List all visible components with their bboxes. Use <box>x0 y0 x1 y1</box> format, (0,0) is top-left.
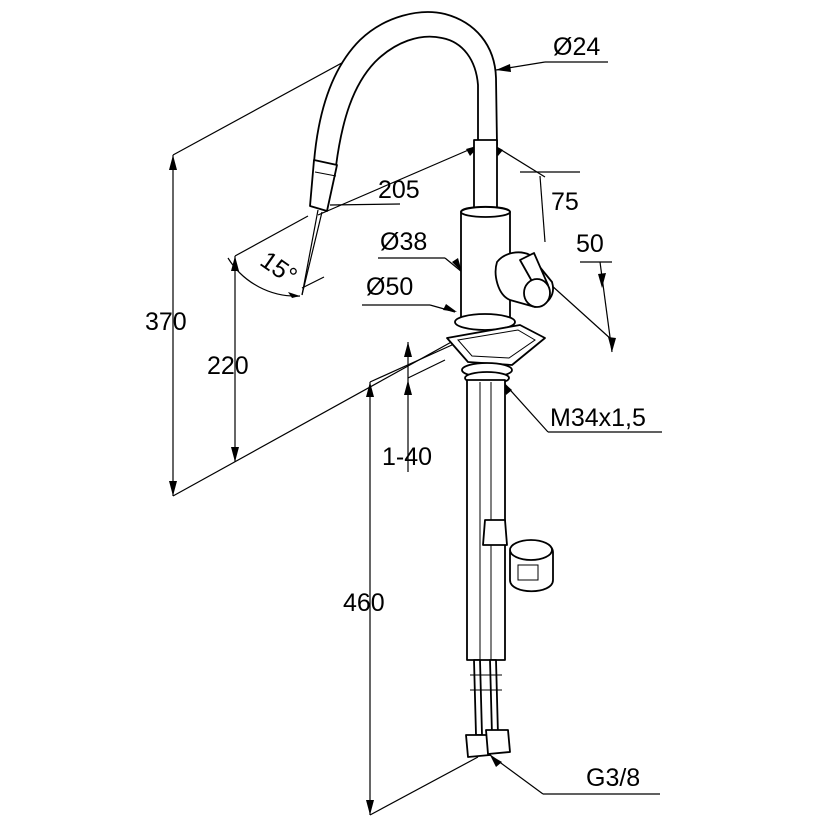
dim-75: 75 <box>551 188 579 216</box>
dim-angle-15: 15° <box>255 246 302 291</box>
faucet-body <box>309 11 554 758</box>
dim-diameter-24: Ø24 <box>553 33 600 61</box>
spout <box>313 11 498 167</box>
dim-370: 370 <box>145 308 187 336</box>
dimension-labels: Ø24 205 75 Ø38 50 Ø50 15° 370 220 M34x1,… <box>145 33 646 792</box>
base-ring <box>454 313 516 331</box>
dim-220: 220 <box>207 352 249 380</box>
hose-nut <box>482 519 508 546</box>
connector-right <box>485 729 511 755</box>
connector-left <box>465 734 491 758</box>
dim-50-width: 50 <box>576 230 604 258</box>
dim-460: 460 <box>343 589 385 617</box>
hose-right <box>489 659 499 736</box>
dim-205: 205 <box>378 176 420 204</box>
dimension-lines <box>172 15 662 816</box>
dim-m34x1-5: M34x1,5 <box>550 404 646 432</box>
hose-left <box>473 659 483 736</box>
dim-diameter-38: Ø38 <box>380 228 427 256</box>
dim-diameter-50: Ø50 <box>366 273 413 301</box>
dim-1-40: 1-40 <box>382 443 432 471</box>
dim-g3-8: G3/8 <box>586 764 640 792</box>
triangle-base-plate <box>446 324 546 366</box>
spout-head <box>309 159 338 212</box>
